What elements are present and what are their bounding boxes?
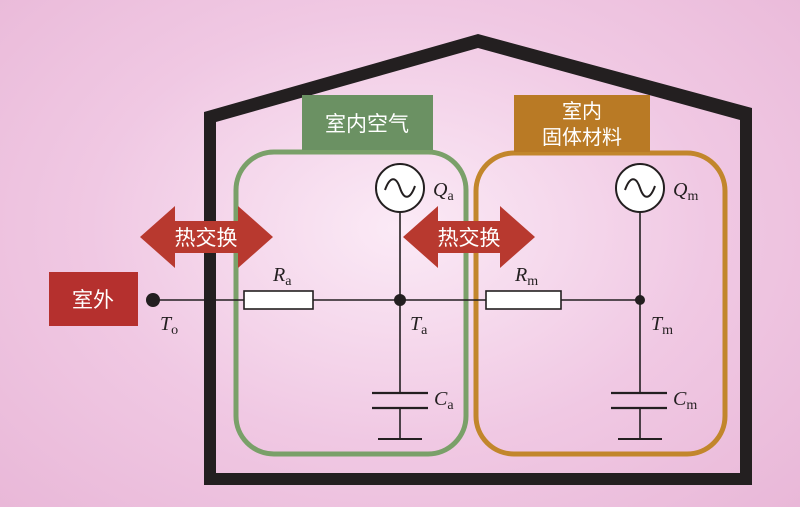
indoor-solid-box: [473, 150, 728, 457]
indoor-solid-label-line1: 室内: [562, 99, 602, 123]
label-tm: Tm: [651, 313, 673, 338]
source-qm-icon: [615, 163, 665, 213]
label-ca: Ca: [434, 388, 454, 413]
outdoor-label-bg: [49, 272, 138, 326]
label-ra: Ra: [272, 264, 292, 289]
label-qm: Qm: [673, 179, 698, 204]
label-ta: Ta: [410, 313, 428, 338]
indoor-air-label-bg: [302, 95, 433, 150]
heat-exchange-right-label: 热交换: [438, 226, 501, 250]
node-to: [146, 293, 160, 307]
capacitor-cm: [611, 391, 667, 410]
heat-exchange-arrow-right: 热交换: [403, 206, 535, 268]
label-rm: Rm: [514, 264, 538, 289]
label-cm: Cm: [673, 388, 697, 413]
indoor-air-box: [233, 149, 469, 457]
capacitor-ca: [372, 391, 428, 410]
heat-exchange-left-label: 热交换: [175, 226, 238, 250]
label-qa: Qa: [433, 179, 454, 204]
heat-exchange-arrow-left: 热交换: [140, 206, 273, 268]
label-to: To: [160, 313, 178, 338]
indoor-solid-label-bg: [514, 95, 650, 152]
indoor-air-label: 室内空气: [325, 112, 409, 136]
outdoor-label: 室外: [72, 288, 114, 312]
source-qa-icon: [375, 163, 425, 213]
indoor-solid-label-line2: 固体材料: [542, 125, 622, 149]
resistor-rm: [485, 290, 562, 310]
resistor-ra: [243, 290, 314, 310]
